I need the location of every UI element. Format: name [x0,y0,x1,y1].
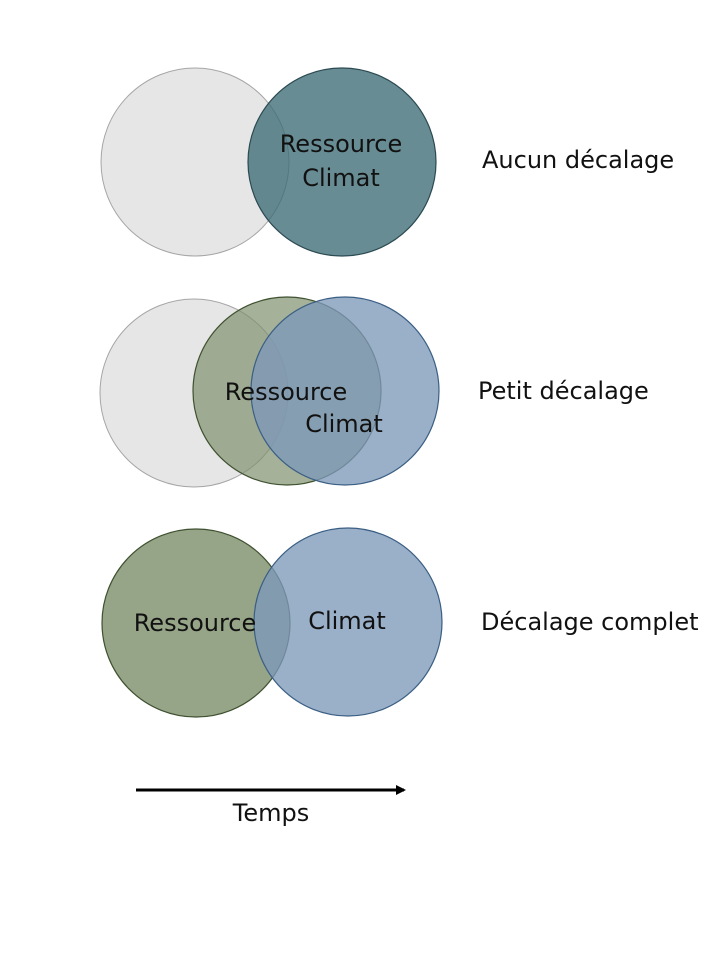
row-3-resource-label: Ressource [134,609,257,637]
row-2-caption: Petit décalage [478,377,649,405]
row-2-climate-label: Climat [305,410,383,438]
row-no-shift: Ressource Climat Aucun décalage [100,67,674,257]
row-small-shift: Ressource Climat Petit décalage [99,296,649,488]
row-1-overlap-circle [247,67,437,257]
row-1-caption: Aucun décalage [482,146,674,174]
row-3-climate-label: Climat [308,607,386,635]
row-3-climate-circle [253,527,443,717]
row-complete-shift: Ressource Climat Décalage complet [101,527,699,718]
row-3-caption: Décalage complet [481,608,699,636]
row-2-resource-label: Ressource [225,378,348,406]
row-1-resource-label: Ressource [280,130,403,158]
row-1-climate-label: Climat [302,164,380,192]
time-axis: Temps [136,785,406,827]
time-axis-label: Temps [232,799,309,827]
row-2-climate-circle [250,296,440,486]
